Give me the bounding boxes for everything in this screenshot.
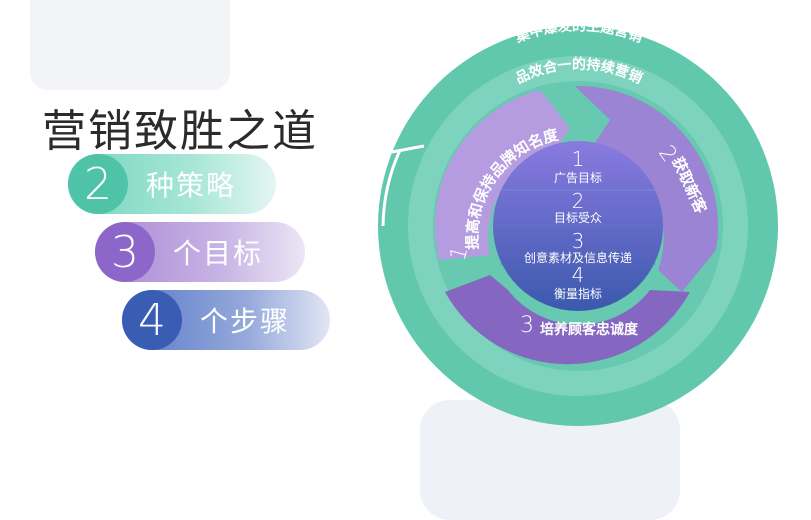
segment-number: 1 [446, 244, 474, 264]
core-step-number: 1 [572, 147, 585, 171]
ring-divider [391, 144, 425, 154]
strategy-pill: 2 种策略 [68, 154, 276, 214]
core-step-label: 衡量指标 [554, 286, 602, 301]
pill-label: 个目标 [173, 237, 264, 270]
pill-label: 个步骤 [200, 305, 291, 338]
step-pill: 4 个步骤 [122, 290, 330, 350]
background-shape [30, 0, 230, 90]
page-title: 营销致胜之道 [42, 106, 318, 157]
pill-number: 4 [122, 290, 182, 350]
core-step-number: 3 [572, 229, 585, 253]
ring-divider [381, 149, 402, 227]
pill-number: 3 [95, 222, 155, 282]
segment-number: 3 [520, 313, 534, 338]
core-step-number: 4 [572, 263, 585, 287]
segment-2 [575, 85, 719, 292]
segment-label: 培养顾客忠诚度 [540, 321, 639, 338]
marketing-diagram: 集中爆发的主题营销 品效合一的持续营销 提高和保持品牌知名度 1 2 获取新客 … [378, 26, 778, 426]
core-step-label: 创意素材及信息传递 [524, 250, 632, 265]
core-step-number: 2 [572, 189, 585, 213]
pill-label: 种策略 [146, 169, 237, 202]
segment-3 [445, 275, 690, 365]
core-step-label: 广告目标 [554, 171, 602, 185]
pill-number: 2 [68, 154, 128, 214]
goal-pill: 3 个目标 [95, 222, 305, 282]
core-step-label: 目标受众 [554, 211, 602, 225]
segment-1 [434, 90, 570, 260]
